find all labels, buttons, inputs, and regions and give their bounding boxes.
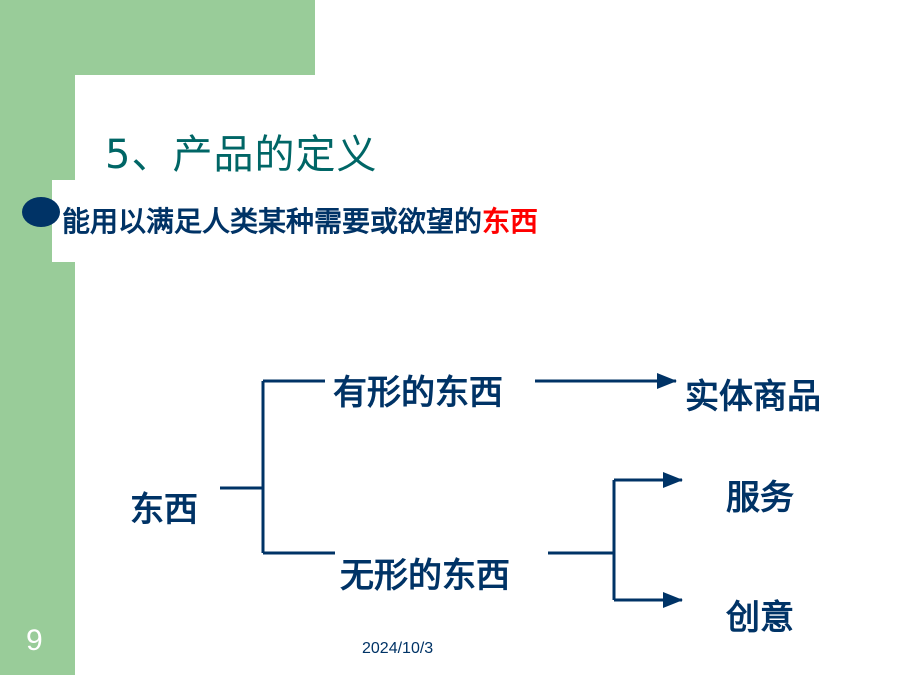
bullet-oval-icon <box>22 197 60 227</box>
definition-main: 能用以满足人类某种需要或欲望的 <box>62 205 483 238</box>
page-number: 9 <box>26 624 43 657</box>
tangible-node: 有形的东西 <box>333 373 503 413</box>
left-green-bar <box>0 0 75 675</box>
idea-node: 创意 <box>726 598 794 638</box>
slide-date: 2024/10/3 <box>362 640 434 657</box>
definition-highlight: 东西 <box>482 205 539 238</box>
white-tab <box>52 180 82 262</box>
root-node: 东西 <box>130 490 198 530</box>
physical-goods-node: 实体商品 <box>685 377 821 417</box>
intangible-node: 无形的东西 <box>340 556 510 596</box>
definition-text: 能用以满足人类某种需要或欲望的东西 <box>62 200 538 240</box>
top-green-bar <box>75 0 315 75</box>
service-node: 服务 <box>726 478 794 518</box>
slide-title: 5、产品的定义 <box>105 132 378 178</box>
